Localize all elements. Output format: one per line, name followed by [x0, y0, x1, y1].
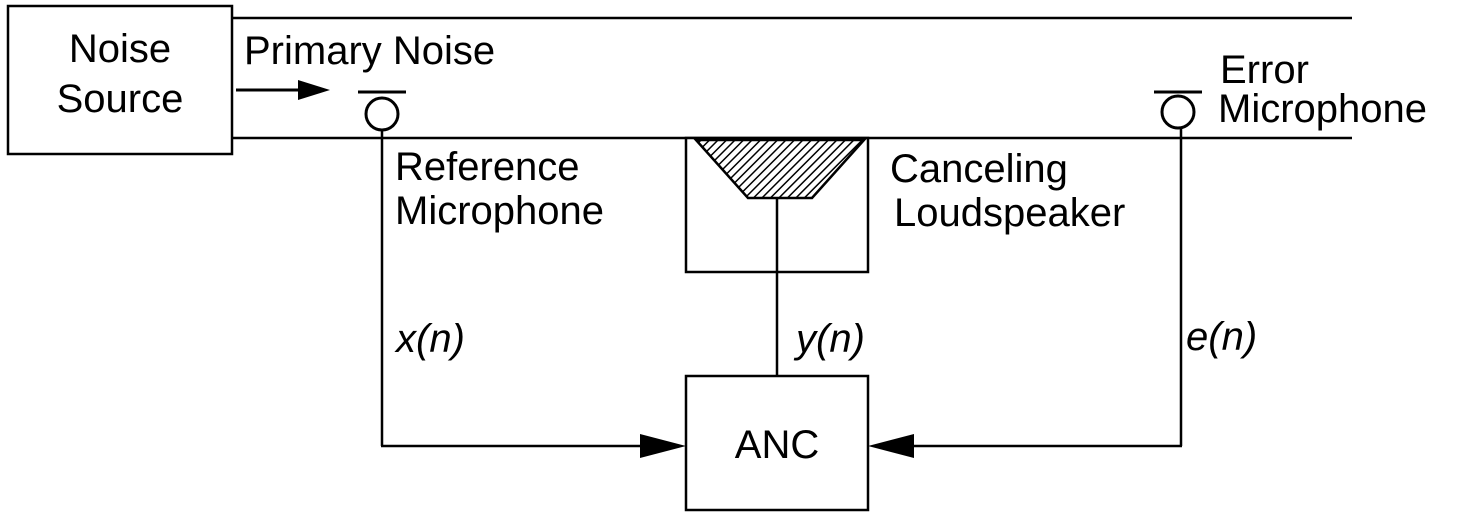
error-microphone-label-line2: Microphone [1218, 87, 1427, 131]
error-signal-label: e(n) [1186, 315, 1257, 359]
noise-source-label-line2: Source [57, 77, 184, 121]
reference-signal-label: x(n) [394, 317, 465, 361]
error-signal-path [868, 128, 1183, 458]
error-microphone-icon [1154, 90, 1202, 130]
output-signal-label: y(n) [793, 317, 865, 361]
reference-microphone-label-line2: Microphone [395, 189, 604, 233]
canceling-loudspeaker-label-line2: Loudspeaker [894, 191, 1125, 235]
reference-signal-path [380, 130, 686, 458]
noise-source-label-line1: Noise [69, 27, 171, 71]
primary-noise-label: Primary Noise [244, 29, 495, 73]
anc-box [684, 374, 870, 512]
primary-noise-arrow [236, 80, 330, 100]
reference-microphone-icon [358, 90, 406, 132]
loudspeaker-cone [693, 138, 867, 200]
anc-controller: ANC [684, 374, 870, 512]
error-microphone-label-line1: Error [1220, 48, 1309, 92]
noise-source-box [6, 4, 234, 156]
reference-microphone-label-line1: Reference [395, 145, 580, 189]
noise-source: Noise Source [6, 4, 234, 156]
canceling-loudspeaker-label-line1: Canceling [890, 147, 1068, 191]
anc-label: ANC [735, 423, 819, 467]
